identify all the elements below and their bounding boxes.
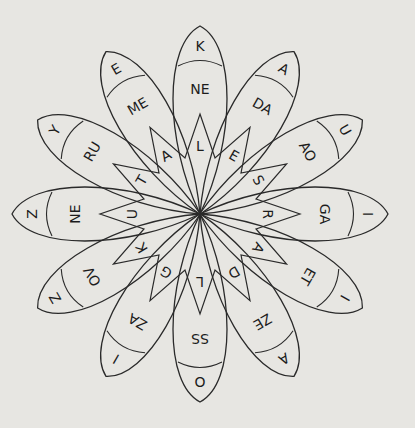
petal-shape — [24, 97, 214, 238]
petal-letter: L — [170, 137, 230, 155]
petal-letter: G — [136, 250, 197, 296]
petal-outline — [185, 94, 378, 240]
petal-letter: ZA — [107, 299, 168, 345]
petal-letter: AO — [285, 121, 331, 182]
petal-letter: A — [136, 132, 197, 178]
petal-outline — [185, 188, 378, 334]
tip-divider — [348, 192, 354, 236]
petal-letter: K — [118, 218, 164, 279]
petal-letter: RU — [69, 121, 115, 182]
flower-petal: ADAE — [174, 36, 320, 229]
petal-letter: D — [204, 250, 265, 296]
petal-letter: OV — [69, 246, 115, 307]
flower-petal: IETA — [185, 188, 378, 334]
petal-letter: R — [259, 184, 277, 244]
petal-outline — [22, 94, 215, 240]
petal-letter: Z — [23, 184, 41, 244]
petal-letter: A — [236, 218, 282, 279]
petal-letter: L — [170, 273, 230, 291]
petal-letter: ET — [285, 246, 331, 307]
petal-shape — [173, 214, 227, 402]
flower-petal: ZOVK — [22, 188, 215, 334]
petal-outline — [174, 199, 320, 392]
petal-letter: DA — [232, 83, 293, 129]
petal-letter: S — [236, 150, 282, 211]
petal-outline — [174, 36, 320, 229]
flower-petal: YRUT — [22, 94, 215, 240]
tip-divider — [47, 192, 53, 236]
petal-letter: T — [118, 150, 164, 211]
petal-shape — [186, 191, 376, 332]
petal-letter: K — [170, 37, 230, 55]
petal-letter: I — [359, 184, 377, 244]
petal-outline — [22, 188, 215, 334]
petal-outline — [80, 199, 226, 392]
petal-shape — [173, 26, 227, 214]
tip-divider — [178, 362, 222, 368]
petal-letter: U — [123, 184, 141, 244]
flower-petal: IZAG — [80, 199, 226, 392]
petal-letter: ME — [107, 83, 168, 129]
petal-letter: SS — [170, 330, 230, 348]
petal-letter: ZE — [232, 299, 293, 345]
petal-letter: GA — [316, 184, 334, 244]
petal-letter: O — [170, 373, 230, 391]
petal-letter: E — [204, 132, 265, 178]
petal-letter: NE — [170, 80, 230, 98]
petal-shape — [83, 200, 224, 390]
petal-shape — [200, 187, 388, 241]
petal-shape — [83, 38, 224, 228]
petal-letter: NE — [66, 184, 84, 244]
tip-divider — [178, 61, 222, 67]
petal-outline — [80, 36, 226, 229]
flower-petal: UAOS — [185, 94, 378, 240]
flower-petal: EMEA — [80, 36, 226, 229]
petal-shape — [12, 187, 200, 241]
flower-petal: A ZED — [174, 199, 320, 392]
